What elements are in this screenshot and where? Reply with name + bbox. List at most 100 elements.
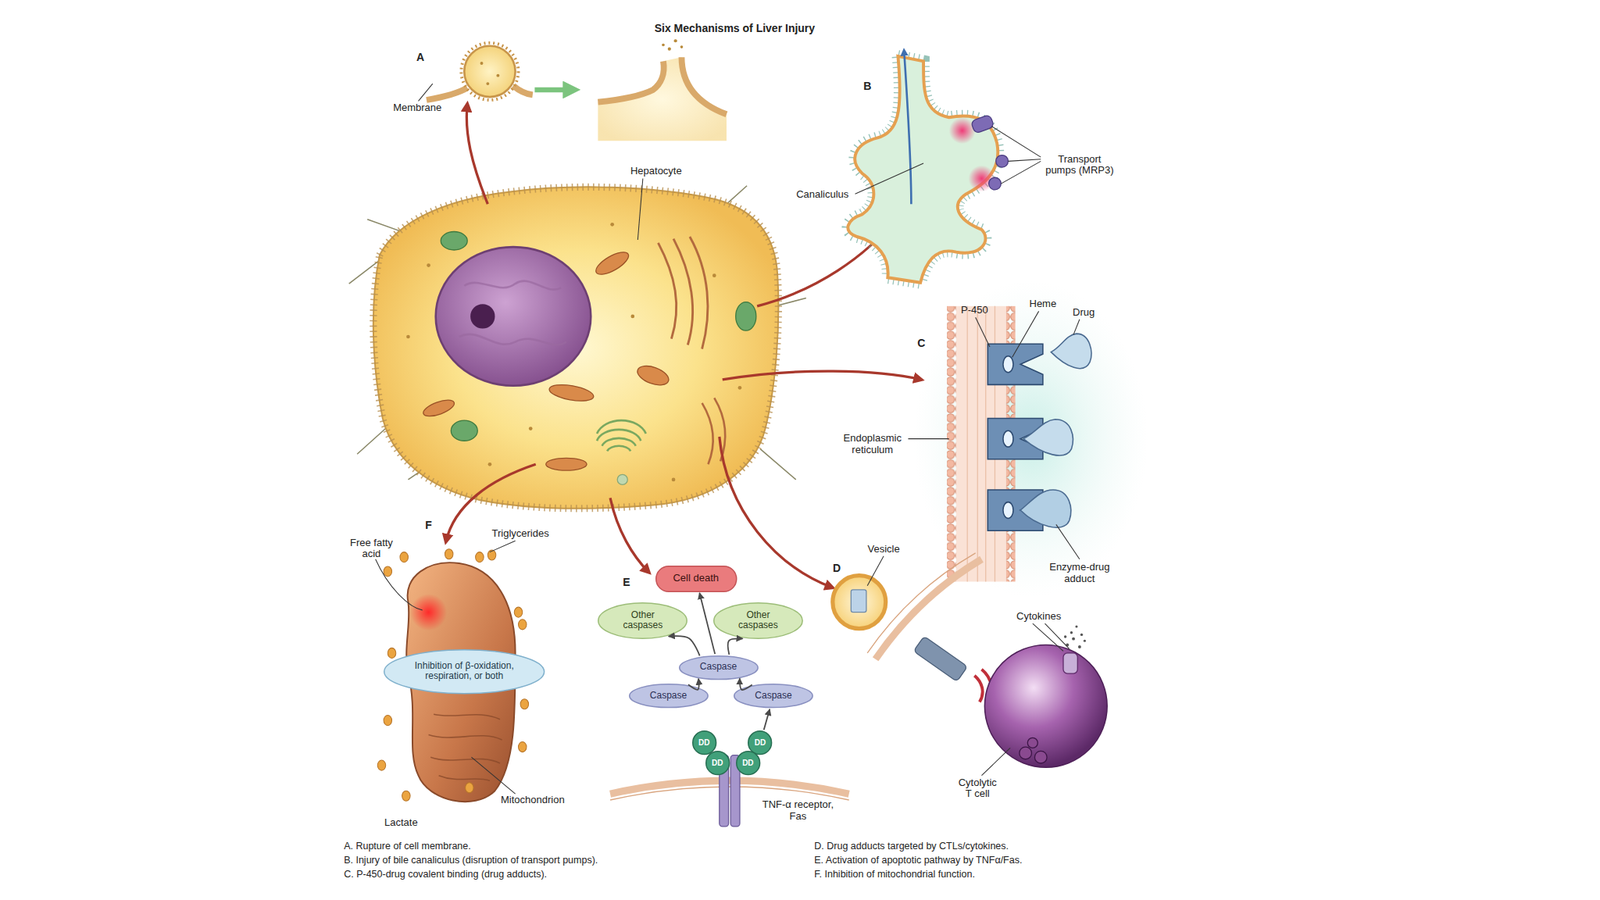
cytokine-dots bbox=[1078, 645, 1082, 649]
cytolytic-t-cell bbox=[1063, 653, 1078, 674]
leader-line bbox=[1032, 623, 1070, 651]
part-label: Cytolytic T cell bbox=[953, 777, 1001, 800]
ruptured-membrane bbox=[597, 60, 664, 102]
hepatocyte-cell bbox=[738, 385, 743, 390]
mechanism-arrow bbox=[446, 103, 922, 588]
membrane-bleb bbox=[464, 46, 515, 97]
caspase-ellipse-outline bbox=[714, 602, 803, 639]
lipid-droplet bbox=[475, 552, 484, 563]
panel-letter: E bbox=[622, 576, 630, 590]
vesicle bbox=[832, 575, 886, 629]
node-text-box: DD bbox=[705, 750, 730, 775]
node-text-box: Caspase bbox=[628, 683, 709, 708]
part-label: Mitochondrion bbox=[500, 794, 565, 807]
node-text-box: Inhibition of β-oxidation, respiration, … bbox=[383, 649, 545, 694]
hepatocyte-cell bbox=[406, 335, 411, 340]
bile-canaliculus bbox=[949, 117, 976, 144]
part-label: Drug bbox=[1072, 306, 1095, 318]
panel-letter: A bbox=[416, 52, 425, 65]
leader-line bbox=[418, 83, 433, 101]
node-text: Cell death bbox=[672, 572, 719, 585]
hepatocyte-cell bbox=[546, 457, 587, 471]
lipid-droplet bbox=[387, 647, 396, 658]
node-text-box: DD bbox=[692, 730, 717, 755]
drug-molecule bbox=[1023, 419, 1073, 456]
hepatocyte-cell bbox=[470, 303, 495, 329]
hepatocyte-cell bbox=[617, 474, 628, 485]
part-label: Free fatty acid bbox=[342, 537, 402, 561]
cytokine-dots bbox=[1070, 631, 1073, 634]
membrane-bleb bbox=[513, 85, 533, 96]
hepatocyte-cell bbox=[657, 236, 708, 350]
membrane-bleb bbox=[496, 74, 500, 78]
hepatocyte-cell bbox=[488, 462, 493, 467]
caption-line: C. P-450-drug covalent binding (drug add… bbox=[343, 868, 547, 880]
lipid-droplet bbox=[383, 715, 392, 726]
part-label: TNF-α receptor, Fas bbox=[757, 800, 839, 823]
node-text: Caspase bbox=[650, 690, 687, 701]
lipid-droplet bbox=[514, 607, 522, 618]
lipid-droplet bbox=[377, 760, 386, 771]
death-receptor bbox=[610, 755, 850, 827]
death-domain: DD bbox=[705, 750, 730, 775]
cytokine-dots bbox=[1080, 633, 1083, 636]
death-domain: DD bbox=[747, 730, 772, 755]
node-text: DD bbox=[742, 758, 754, 768]
membrane-bleb bbox=[426, 87, 468, 100]
node-text-box: DD bbox=[735, 750, 761, 775]
cytolytic-t-cell bbox=[984, 644, 1108, 768]
membrane-bleb bbox=[485, 82, 490, 86]
node-text-box: Caspase bbox=[678, 655, 759, 680]
drug-molecule bbox=[1020, 489, 1072, 528]
hepatocyte-cell bbox=[596, 429, 641, 451]
caspase-ellipse-outline bbox=[734, 684, 813, 708]
node-text: DD bbox=[754, 738, 766, 747]
cytolytic-t-cell bbox=[1034, 750, 1047, 764]
node-text: Other caspases bbox=[733, 610, 783, 632]
leader-line bbox=[975, 317, 990, 347]
hepatocyte-cell bbox=[528, 426, 533, 431]
death-domain: DD bbox=[735, 750, 761, 775]
lipid-droplet bbox=[465, 782, 474, 793]
node-text: Inhibition of β-oxidation, respiration, … bbox=[407, 660, 522, 683]
outcome-pill-outline bbox=[655, 565, 736, 591]
node-text: Caspase bbox=[754, 690, 792, 701]
hepatocyte-cell bbox=[712, 273, 717, 278]
endoplasmic-reticulum bbox=[946, 306, 957, 583]
mechanism-arrow bbox=[722, 371, 922, 380]
ruptured-membrane bbox=[597, 57, 727, 141]
ruptured-membrane bbox=[661, 43, 665, 47]
part-label: Cytokines bbox=[1016, 610, 1061, 623]
membrane-bleb bbox=[480, 61, 484, 65]
caspase-ellipse-outline bbox=[598, 602, 687, 639]
part-label: Canaliculus bbox=[796, 189, 849, 201]
hepatocyte-cell bbox=[596, 420, 647, 434]
lipid-droplet bbox=[444, 549, 453, 560]
cell-junction bbox=[440, 231, 468, 250]
hepatocyte-cell bbox=[610, 222, 615, 227]
cytokine-dots bbox=[1071, 637, 1075, 641]
lipid-droplet bbox=[402, 790, 411, 801]
caspase-ellipse-outline bbox=[628, 684, 708, 708]
connector-arrow bbox=[739, 678, 753, 690]
node-text-box: DD bbox=[747, 730, 772, 755]
lipid-droplet bbox=[383, 566, 392, 577]
inhibition-ellipse-outline bbox=[384, 649, 545, 693]
hepatocyte-cell bbox=[435, 246, 592, 386]
connector-arrow bbox=[764, 709, 770, 730]
caspase-ellipse: Caspase bbox=[678, 655, 759, 680]
leader-line bbox=[867, 556, 884, 586]
vesicle bbox=[850, 589, 867, 613]
cell-junction bbox=[735, 302, 757, 332]
lipid-droplet bbox=[518, 742, 527, 753]
ruptured-membrane bbox=[674, 39, 678, 43]
caspase-ellipse: Caspase bbox=[628, 683, 709, 708]
p450-enzyme bbox=[1003, 430, 1014, 447]
hepatocyte-cell bbox=[421, 396, 457, 420]
part-label: Membrane bbox=[392, 102, 442, 115]
lipid-droplet bbox=[518, 619, 527, 630]
cytokine-dots bbox=[1083, 639, 1086, 643]
vesicle bbox=[832, 575, 886, 629]
